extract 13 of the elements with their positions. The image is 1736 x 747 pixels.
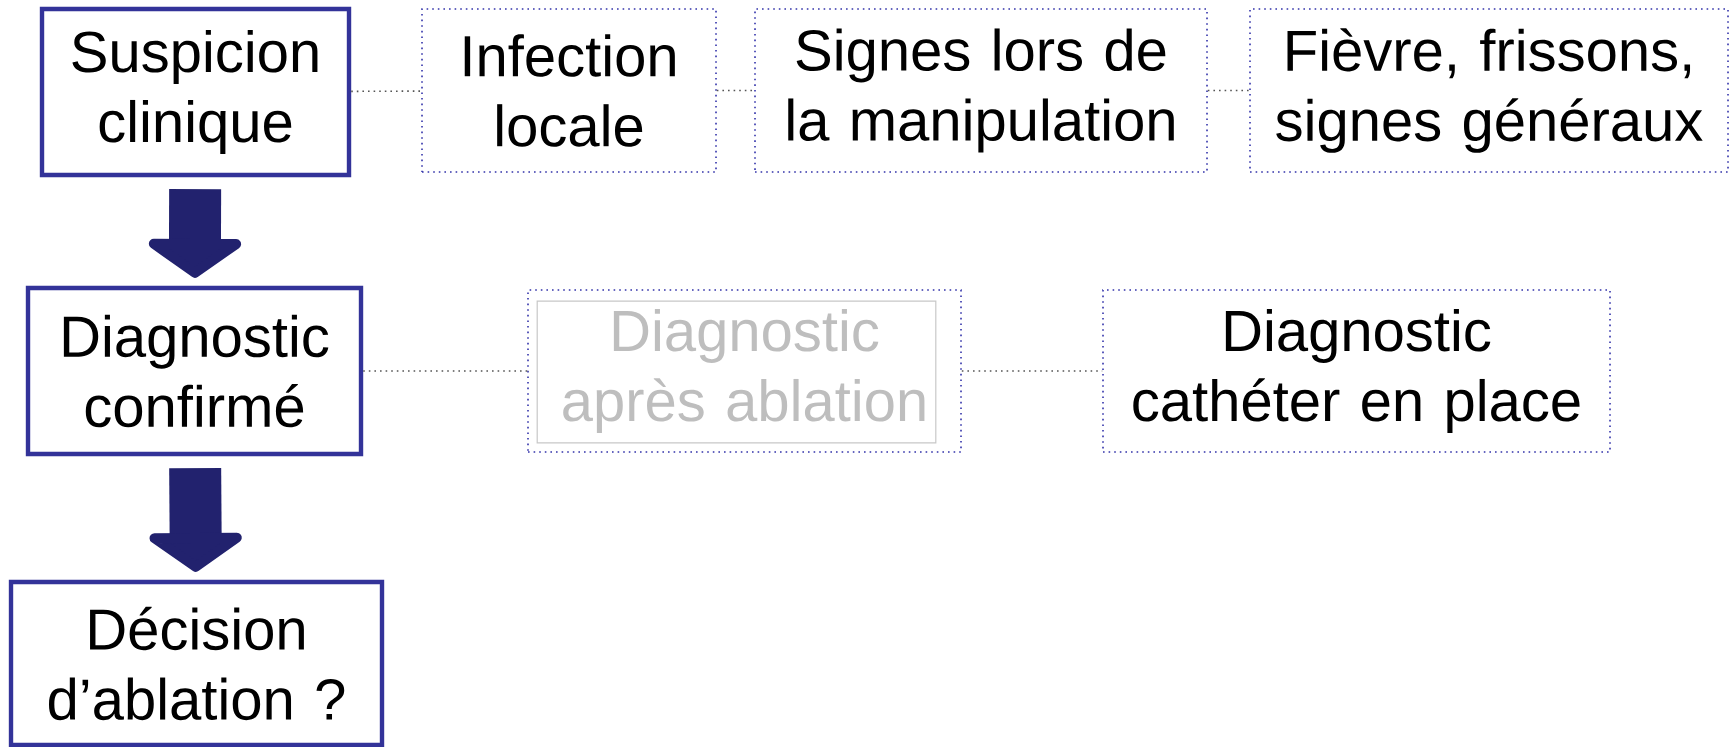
detail-box: Diagnostic après ablation bbox=[527, 289, 962, 453]
step-box: Diagnostic confirmé bbox=[25, 285, 364, 457]
step-box: Suspicion clinique bbox=[39, 6, 352, 178]
connector-line bbox=[716, 89, 755, 92]
detail-box: Diagnostic cathéter en place bbox=[1102, 289, 1611, 453]
step-box: Décision d’ablation ? bbox=[8, 579, 385, 747]
detail-box: Signes lors de la manipulation bbox=[754, 8, 1208, 173]
connector-line bbox=[362, 370, 528, 372]
block-arrow bbox=[148, 189, 242, 278]
detail-box: Infection locale bbox=[421, 8, 717, 173]
connector-line bbox=[350, 90, 422, 93]
connector-line bbox=[1207, 89, 1250, 92]
detail-box: Fièvre, frissons, signes généraux bbox=[1249, 8, 1729, 173]
